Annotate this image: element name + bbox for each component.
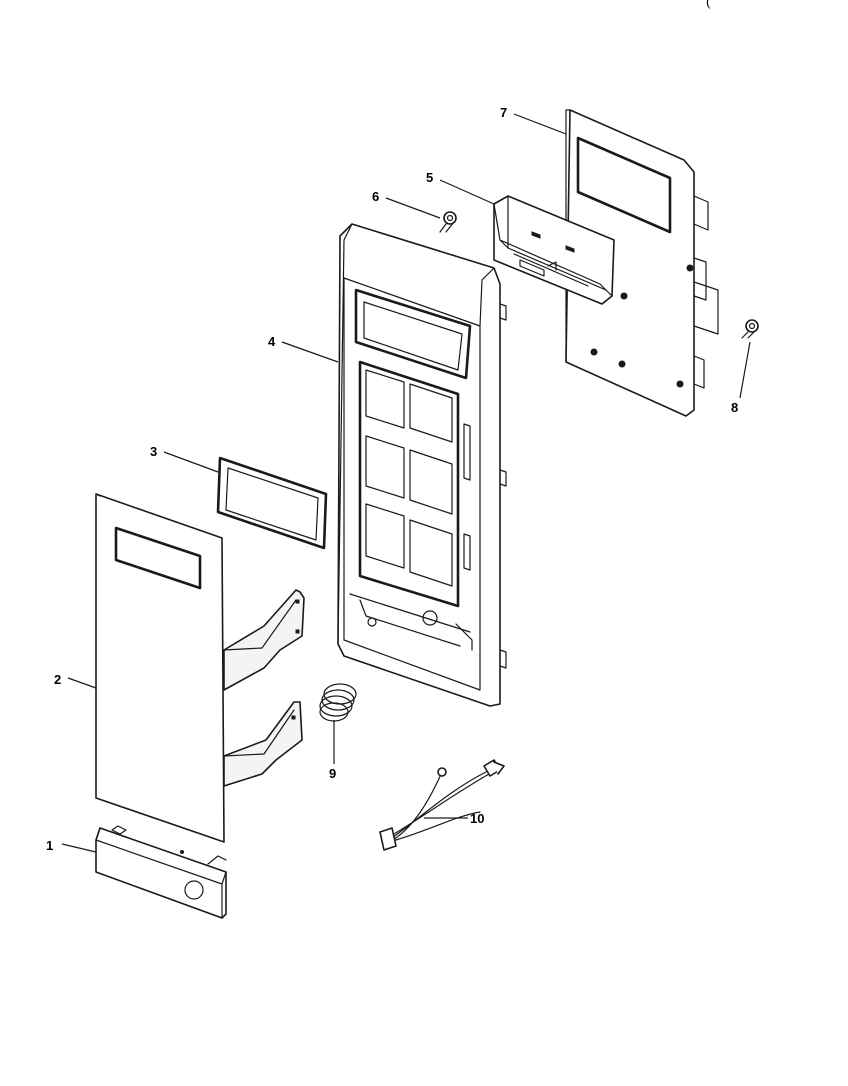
part-9-spring bbox=[319, 683, 357, 722]
callout-7: 7 bbox=[500, 105, 507, 120]
part-7-circuit-board bbox=[565, 109, 719, 417]
part-2-front-panel bbox=[95, 493, 305, 843]
part-6-screw bbox=[439, 211, 457, 233]
part-10-wire-harness bbox=[379, 759, 505, 851]
part-8-screw bbox=[741, 319, 759, 339]
part-4-control-frame bbox=[337, 223, 507, 707]
callout-10: 10 bbox=[470, 811, 484, 826]
callout-9: 9 bbox=[329, 766, 336, 781]
callout-4: 4 bbox=[268, 334, 276, 349]
callout-5: 5 bbox=[426, 170, 433, 185]
corner-mark: ( bbox=[706, 0, 711, 9]
callout-8: 8 bbox=[731, 400, 738, 415]
callout-2: 2 bbox=[54, 672, 61, 687]
callout-labels: 1 2 3 4 5 6 7 8 9 10 bbox=[46, 105, 738, 853]
callout-1: 1 bbox=[46, 838, 53, 853]
callout-3: 3 bbox=[150, 444, 157, 459]
leader-lines bbox=[61, 113, 751, 853]
part-1-release-button bbox=[95, 825, 227, 919]
part-3-window bbox=[216, 456, 328, 550]
part-5-bracket bbox=[493, 195, 615, 305]
callout-6: 6 bbox=[372, 189, 379, 204]
